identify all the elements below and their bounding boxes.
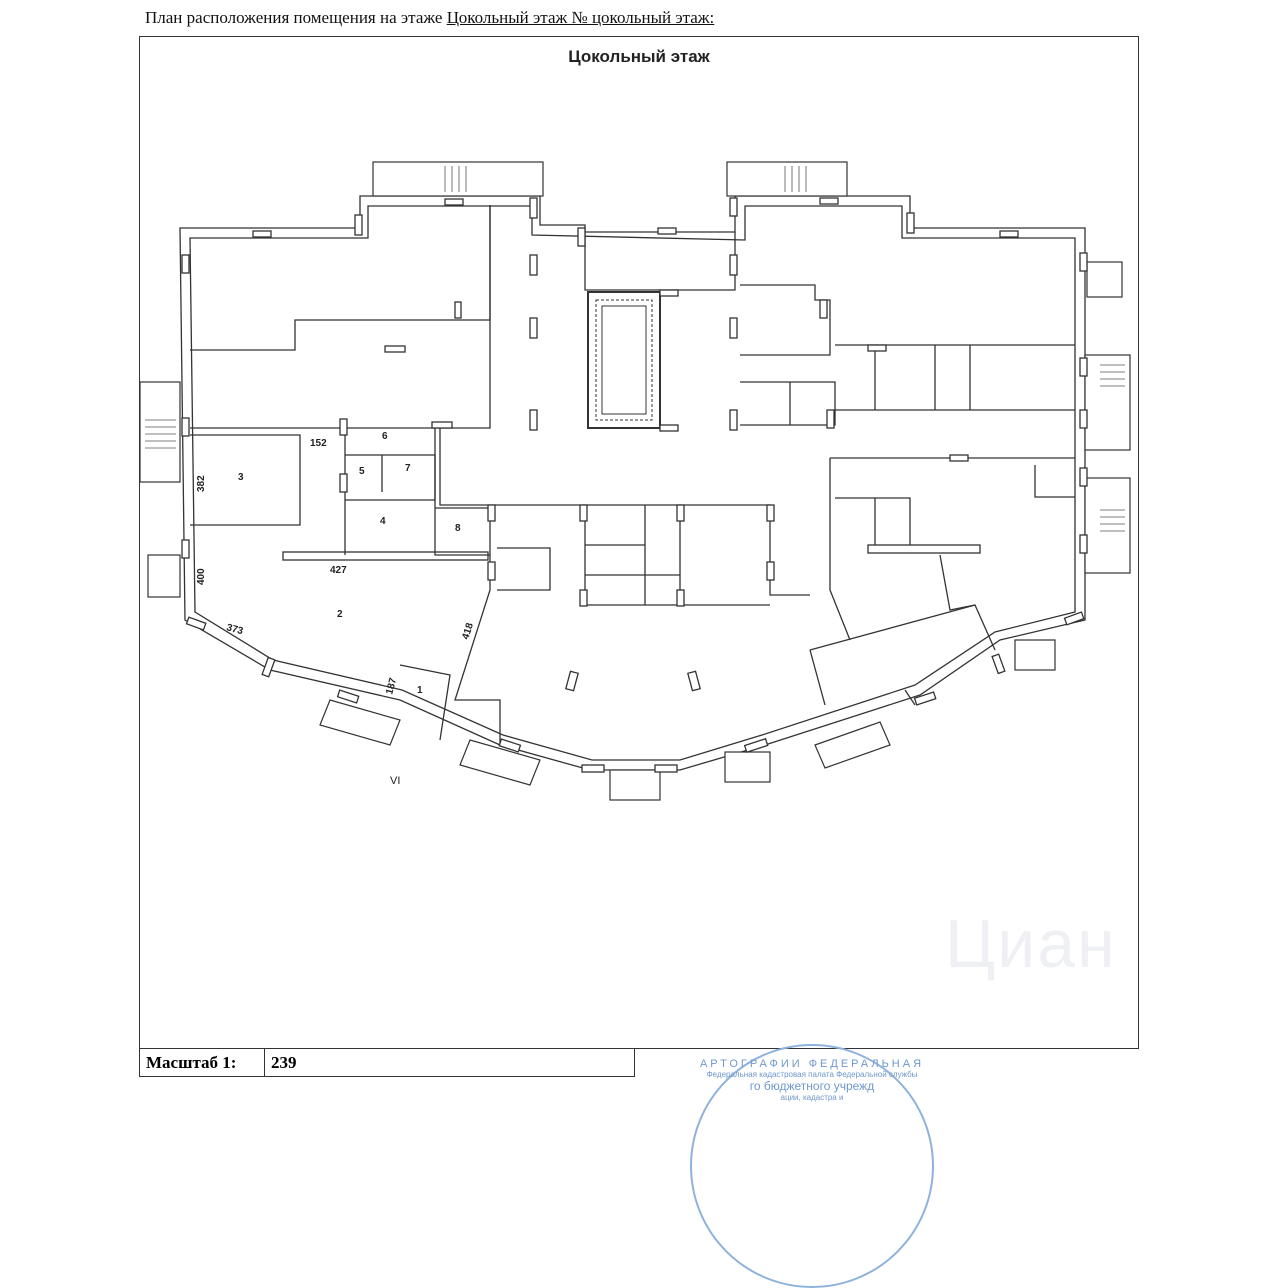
- dimension-382: 382: [196, 475, 207, 492]
- stamp-text-line4: ации, кадастра и: [780, 1093, 844, 1102]
- dimension-152: 152: [310, 438, 327, 449]
- room-label-6: 6: [382, 431, 388, 442]
- stamp-text-line3: го бюджетного учрежд: [749, 1079, 875, 1093]
- room-label-5: 5: [359, 466, 365, 477]
- outer-wall: [179, 195, 1086, 771]
- scale-value: 239: [271, 1053, 297, 1072]
- room-label-3: 3: [238, 472, 244, 483]
- dimension-418: 418: [460, 621, 476, 641]
- floor-plan: 1 2 3 4 5 6 7 8 152 382 400 427 373 418 …: [139, 161, 1131, 801]
- room-label-2: 2: [337, 609, 343, 620]
- dimension-400: 400: [196, 568, 207, 585]
- plan-heading: Цокольный этаж: [568, 47, 710, 66]
- elevator-shaft: [587, 291, 661, 429]
- dimension-427: 427: [330, 565, 347, 576]
- header-prefix: План расположения помещения на этаже: [145, 8, 447, 27]
- watermark: Циан: [945, 906, 1117, 982]
- room-label-4: 4: [380, 516, 386, 527]
- scale-label: Масштаб 1:: [140, 1049, 265, 1076]
- dimension-187: 187: [384, 676, 399, 695]
- room-label-1: 1: [417, 685, 423, 696]
- scale-box: Масштаб 1: 239: [139, 1048, 635, 1077]
- columns: [181, 197, 1088, 773]
- room-label-8: 8: [455, 523, 461, 534]
- stamp-text-top: АРТОГРАФИИ ФЕДЕРАЛЬНАЯ: [699, 1058, 925, 1070]
- room-label-7: 7: [405, 463, 411, 474]
- header-floor-name: Цокольный этаж № цокольный этаж:: [446, 8, 715, 27]
- stairs: [139, 161, 1131, 801]
- stairs-bottom: [319, 699, 891, 786]
- official-stamp: АРТОГРАФИИ ФЕДЕРАЛЬНАЯ Федеральная кадас…: [690, 1044, 934, 1288]
- section-mark: VI: [390, 775, 400, 787]
- document-header: План расположения помещения на этаже Цок…: [145, 8, 714, 28]
- stamp-text-line2: Федеральная кадастровая палата Федеральн…: [706, 1070, 918, 1079]
- dimension-373: 373: [225, 622, 244, 637]
- plan-frame: Цокольный этаж: [139, 36, 1139, 1049]
